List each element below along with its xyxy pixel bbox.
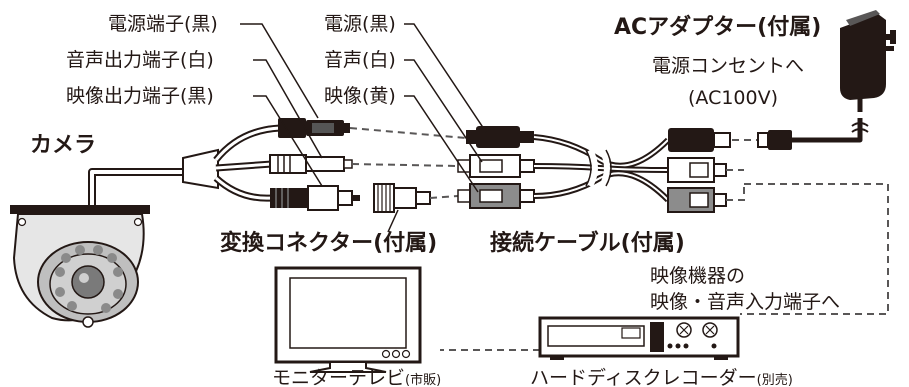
label-cable-power: 電源(黒): [324, 13, 396, 35]
cable-right-audio-plug: [667, 157, 727, 183]
label-ac-adapter: ACアダプター(付属): [614, 14, 821, 40]
leader-lines: [240, 23, 487, 193]
cable-right-power-jack: [668, 128, 731, 152]
cable-wires: [533, 134, 671, 203]
camera-video-terminal: [270, 185, 360, 211]
dome-camera: [10, 205, 150, 328]
cable-power-plug: [466, 126, 534, 148]
camera-audio-terminal: [269, 154, 353, 174]
ac-adapter: [840, 10, 896, 100]
label-power-terminal: 電源端子(黒): [108, 13, 218, 35]
label-hdd-recorder: ハードディスクレコーダー(別売): [530, 367, 793, 387]
hdd-recorder: [538, 316, 740, 360]
cable-right-video-plug: [667, 187, 727, 213]
label-monitor-tv-note: (市販): [405, 372, 441, 387]
label-to-outlet-2: (AC100V): [688, 87, 778, 109]
label-monitor-tv-main: モニターテレビ: [272, 367, 405, 387]
label-to-outlet-1: 電源コンセントへ: [652, 55, 804, 77]
cable-video-plug: [457, 183, 535, 209]
label-cable-audio: 音声(白): [324, 49, 396, 71]
camera-power-terminal: [278, 118, 350, 138]
conversion-connector: [373, 183, 431, 233]
monitor-tv: [274, 266, 422, 373]
label-conversion-connector: 変換コネクター(付属): [220, 230, 437, 256]
label-connection-cable: 接続ケーブル(付属): [490, 230, 685, 256]
label-monitor-tv: モニターテレビ(市販): [272, 367, 441, 387]
label-video-out-terminal: 映像出力端子(黒): [66, 85, 214, 107]
label-hdd-recorder-note: (別売): [757, 372, 793, 387]
label-cable-video: 映像(黄): [324, 85, 396, 107]
adapter-dc-plug: [757, 130, 792, 150]
label-hdd-recorder-main: ハードディスクレコーダー: [530, 367, 757, 387]
label-video-device-1: 映像機器の: [650, 265, 745, 287]
cable-audio-plug: [457, 154, 535, 178]
label-video-device-2: 映像・音声入力端子へ: [650, 291, 840, 313]
label-audio-out-terminal: 音声出力端子(白): [66, 49, 214, 71]
label-camera: カメラ: [30, 133, 96, 158]
